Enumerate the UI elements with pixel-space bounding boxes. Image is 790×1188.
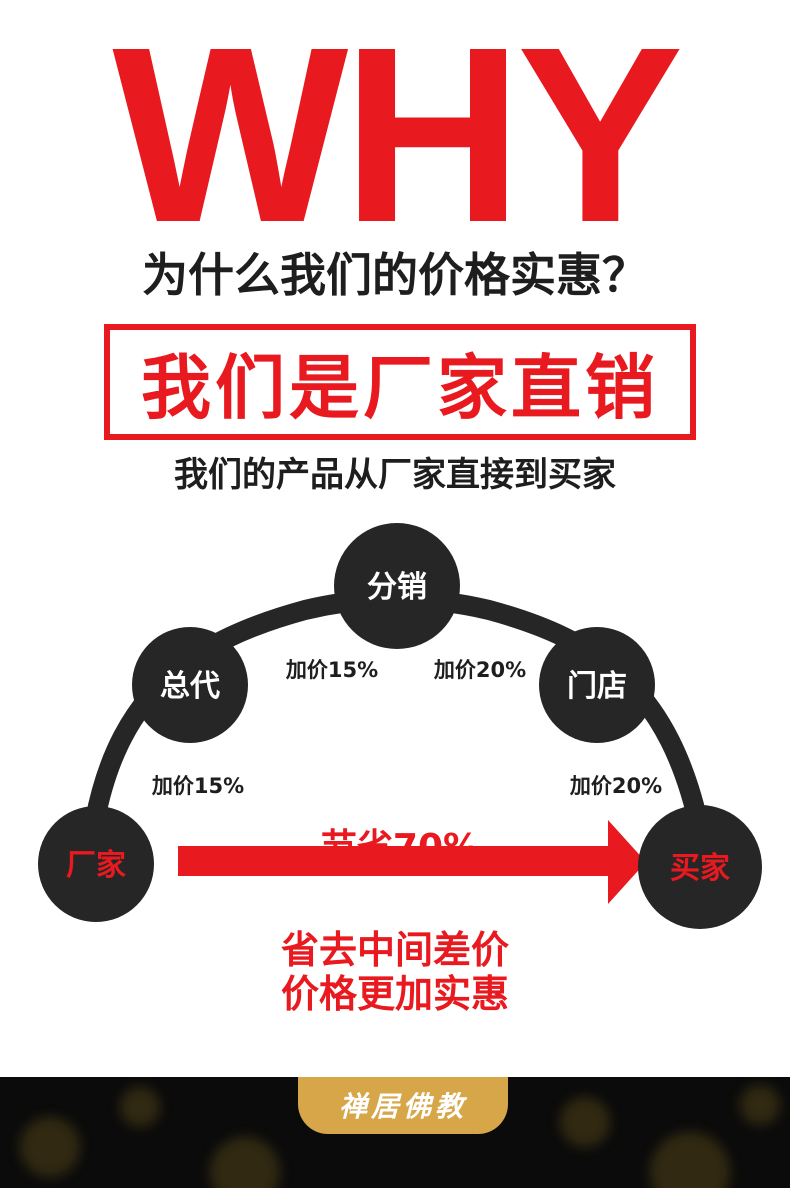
saving-label: 节省70% bbox=[320, 827, 480, 868]
node-store: 门店 bbox=[539, 627, 655, 743]
subtitle: 为什么我们的价格实惠？ bbox=[142, 248, 648, 302]
node-store-label: 门店 bbox=[567, 669, 627, 704]
bokeh-light bbox=[120, 1087, 160, 1127]
node-buyer-label: 买家 bbox=[670, 851, 730, 886]
bokeh-light bbox=[210, 1137, 280, 1188]
node-general-agent: 总代 bbox=[132, 627, 248, 743]
banner-text: 我们是厂家直销 bbox=[141, 346, 659, 429]
description: 我们的产品从厂家直接到买家 bbox=[174, 455, 616, 495]
slogan-line-2: 价格更加实惠 bbox=[280, 972, 509, 1016]
node-distributor-label: 分销 bbox=[367, 570, 427, 605]
brand-badge: 禅居佛教 bbox=[298, 1077, 508, 1134]
node-general-agent-label: 总代 bbox=[160, 669, 220, 704]
bokeh-light bbox=[560, 1097, 610, 1147]
slogan: 省去中间差价 价格更加实惠 bbox=[0, 928, 790, 1016]
saving-arrow bbox=[178, 820, 646, 904]
node-factory-label: 厂家 bbox=[66, 848, 126, 883]
footer: 禅居佛教 bbox=[0, 1077, 790, 1188]
node-factory: 厂家 bbox=[38, 806, 154, 922]
markup-factory-to-general: 加价15% bbox=[151, 774, 244, 798]
bokeh-light bbox=[650, 1132, 730, 1188]
markup-distributor-to-store: 加价20% bbox=[433, 658, 526, 682]
node-buyer: 买家 bbox=[638, 805, 762, 929]
slogan-line-1: 省去中间差价 bbox=[280, 928, 509, 972]
markup-store-to-buyer: 加价20% bbox=[569, 774, 662, 798]
banner-box: 我们是厂家直销 bbox=[104, 324, 696, 440]
distribution-diagram: 厂家 总代 分销 门店 买家 加价15% 加价15% 加价20% 加价20% bbox=[38, 523, 762, 929]
bokeh-light bbox=[740, 1085, 780, 1125]
bokeh-light bbox=[20, 1117, 80, 1177]
why-headline: WHY bbox=[112, 0, 683, 274]
markup-general-to-distributor: 加价15% bbox=[285, 658, 378, 682]
node-distributor: 分销 bbox=[334, 523, 460, 649]
